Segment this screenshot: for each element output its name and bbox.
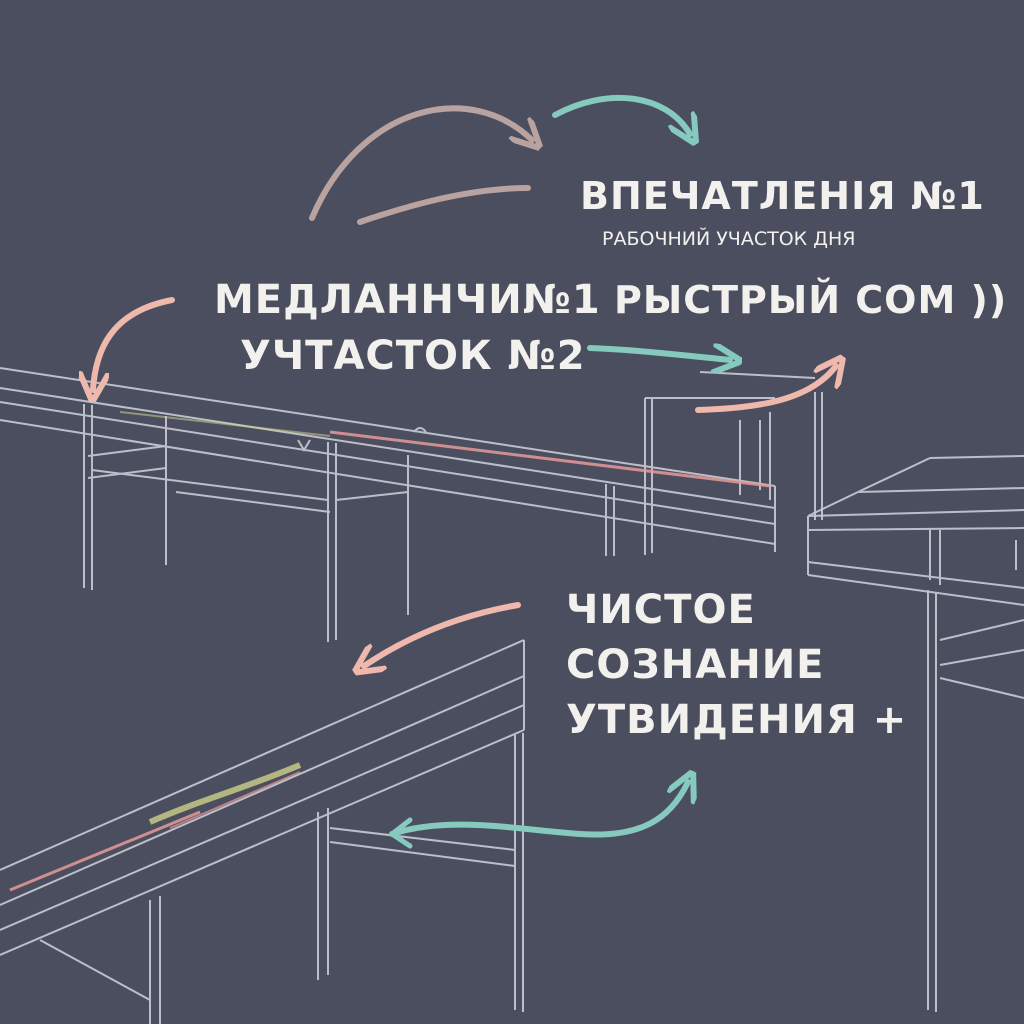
slow-label-line1: МЕДЛАННЧИ№1 [214, 277, 601, 323]
work-area-day-label: РАБОЧНИЙ УЧАСТОК ДНЯ [602, 228, 856, 250]
arrow-mauve-top [309, 105, 532, 221]
clear-line2: СОЗНАНИЕ [566, 642, 825, 688]
clear-line3: УТВИДЕНИЯ + [566, 697, 908, 743]
arrow-mauve-mid [357, 185, 531, 225]
right-conveyor [807, 455, 1024, 1012]
arrow-pink-left [93, 297, 175, 390]
arrow-pink-up [695, 366, 836, 413]
clear-line1: ЧИСТОЕ [566, 587, 756, 633]
upper-streak [329, 430, 771, 488]
lower-streak-yellow [148, 762, 302, 825]
slow-label-line2: УЧТАСТОК №2 [240, 333, 586, 379]
arrow-teal-top [552, 95, 690, 134]
lower-conveyor [0, 639, 525, 1024]
upper-conveyor [0, 367, 823, 642]
arrow-teal-bottom [389, 782, 688, 838]
impressions-title: ВПЕЧАТЛЕНІЯ №1 [580, 174, 985, 218]
lower-streak-pink [9, 810, 201, 892]
fast-label: РЫСТРЫЙ СОМ )) [614, 278, 1008, 322]
arrow-teal-right [587, 348, 730, 360]
clear-mind-label: ЧИСТОЕ СОЗНАНИЕ УТВИДЕНИЯ + [566, 583, 907, 748]
arrow-pink-down [364, 602, 521, 666]
